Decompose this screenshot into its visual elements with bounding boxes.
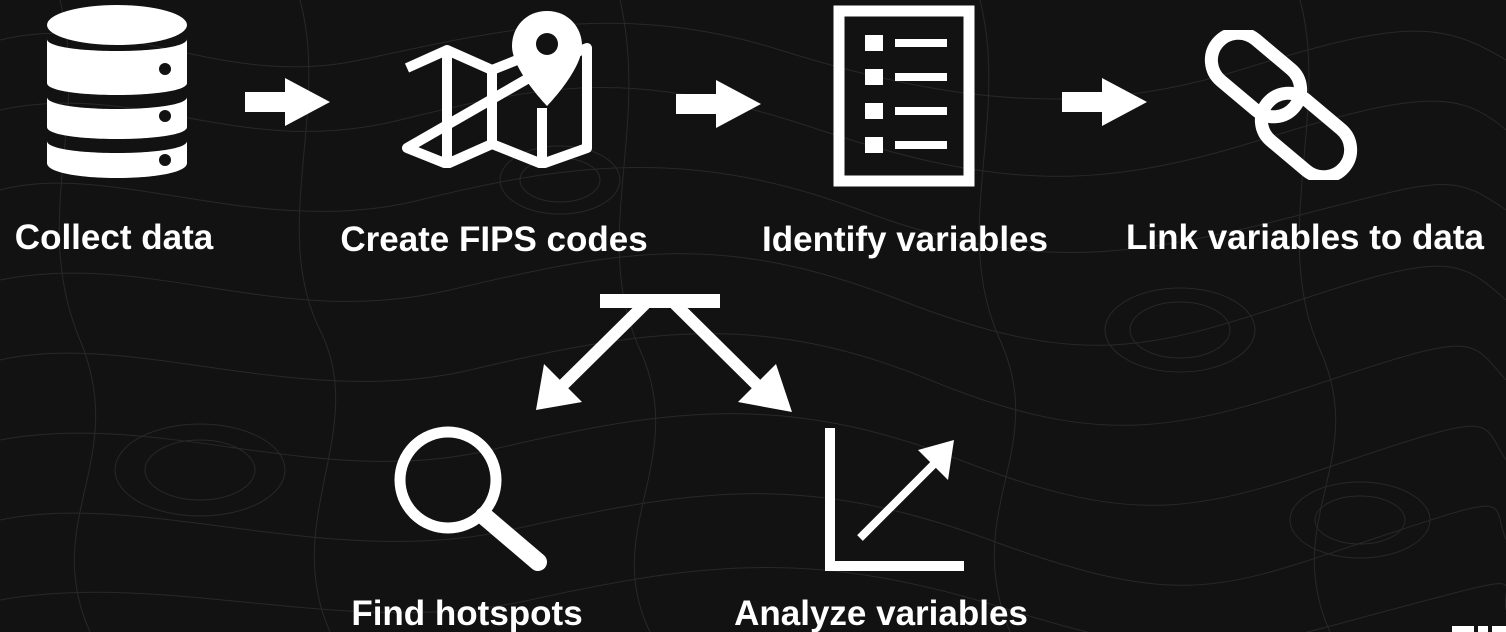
- chain-link-icon: [1204, 30, 1358, 180]
- step-label-link: Link variables to data: [1126, 218, 1484, 257]
- step-label-analyze: Analyze variables: [734, 594, 1028, 632]
- trend-chart-icon: [825, 428, 964, 571]
- logo-fragment-icon: [1452, 626, 1506, 632]
- arrow-right-icon: [676, 80, 761, 128]
- split-arrow-icon: [536, 294, 792, 412]
- step-label-identify: Identify variables: [762, 220, 1048, 259]
- step-label-hotspots: Find hotspots: [351, 594, 583, 632]
- step-label-fips: Create FIPS codes: [340, 220, 648, 259]
- map-pin-icon: [402, 11, 592, 168]
- arrow-right-icon: [245, 78, 330, 126]
- checklist-icon: [833, 5, 975, 187]
- database-icon: [47, 5, 187, 178]
- step-label-collect: Collect data: [14, 218, 214, 257]
- magnifier-icon: [394, 426, 547, 571]
- arrow-right-icon: [1062, 78, 1147, 126]
